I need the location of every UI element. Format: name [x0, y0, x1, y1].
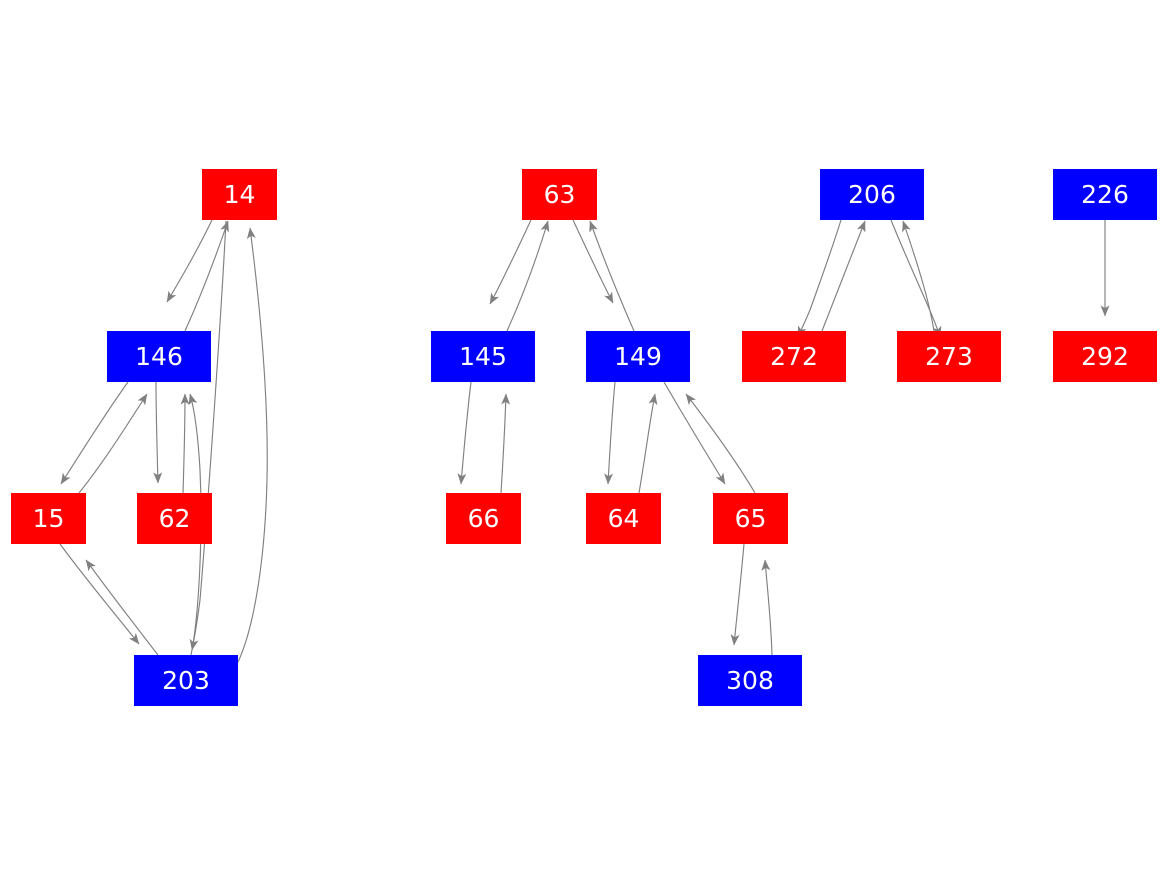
graph-node-label: 149 [614, 342, 662, 371]
graph-node-label: 63 [543, 180, 576, 209]
graph-edge [506, 220, 550, 332]
graph-node-label: 308 [726, 666, 774, 695]
graph-node-65[interactable]: 65 [713, 493, 788, 544]
graph-node-label: 66 [467, 504, 500, 533]
graph-edge [572, 219, 614, 304]
graph-edge [500, 393, 511, 494]
graph-node-63[interactable]: 63 [522, 169, 597, 220]
graph-node-14[interactable]: 14 [202, 169, 277, 220]
graph-node-273[interactable]: 273 [897, 331, 1001, 382]
graph-node-label: 15 [32, 504, 65, 533]
graph-node-66[interactable]: 66 [446, 493, 521, 544]
graph-edge [457, 381, 472, 485]
graph-edge [638, 393, 658, 494]
graph-node-label: 226 [1081, 180, 1129, 209]
graph-node-label: 65 [734, 504, 767, 533]
graph-edge [604, 381, 616, 485]
graph-node-62[interactable]: 62 [137, 493, 212, 544]
graph-node-label: 273 [925, 342, 973, 371]
graph-node-149[interactable]: 149 [586, 331, 690, 382]
graph-edge [78, 393, 148, 494]
graph-edge [59, 543, 140, 645]
graph-edge [85, 559, 159, 656]
graph-edge [663, 381, 726, 485]
graph-node-145[interactable]: 145 [431, 331, 535, 382]
graph-edge [890, 219, 942, 338]
graph-edge [489, 219, 532, 305]
graph-node-label: 203 [162, 666, 210, 695]
graph-node-label: 292 [1081, 342, 1129, 371]
graph-edge [153, 381, 163, 484]
graph-node-label: 272 [770, 342, 818, 371]
graph-node-292[interactable]: 292 [1053, 331, 1157, 382]
graph-edge [180, 393, 190, 494]
graph-edge [237, 227, 268, 663]
graph-node-label: 64 [607, 504, 640, 533]
graph-edge [685, 393, 756, 494]
graph-edge [797, 219, 842, 338]
graph-node-226[interactable]: 226 [1053, 169, 1157, 220]
graph-edge [184, 220, 229, 332]
graph-edge [60, 381, 129, 485]
graph-node-label: 206 [848, 180, 896, 209]
graph-edge [821, 220, 866, 332]
graph-node-206[interactable]: 206 [820, 169, 924, 220]
graph-edge [761, 559, 773, 656]
graph-node-label: 14 [223, 180, 256, 209]
graph-node-64[interactable]: 64 [586, 493, 661, 544]
graph-edge [730, 543, 745, 646]
graph-edge [589, 220, 635, 332]
graph-node-15[interactable]: 15 [11, 493, 86, 544]
graph-node-272[interactable]: 272 [742, 331, 846, 382]
graph-node-146[interactable]: 146 [107, 331, 211, 382]
graph-node-308[interactable]: 308 [698, 655, 802, 706]
graph-edge [902, 220, 935, 332]
graph-node-label: 62 [158, 504, 191, 533]
graph-edge [166, 219, 213, 303]
graph-edge [188, 393, 202, 656]
graph-node-label: 145 [459, 342, 507, 371]
graph-node-203[interactable]: 203 [134, 655, 238, 706]
graph-node-label: 146 [135, 342, 183, 371]
